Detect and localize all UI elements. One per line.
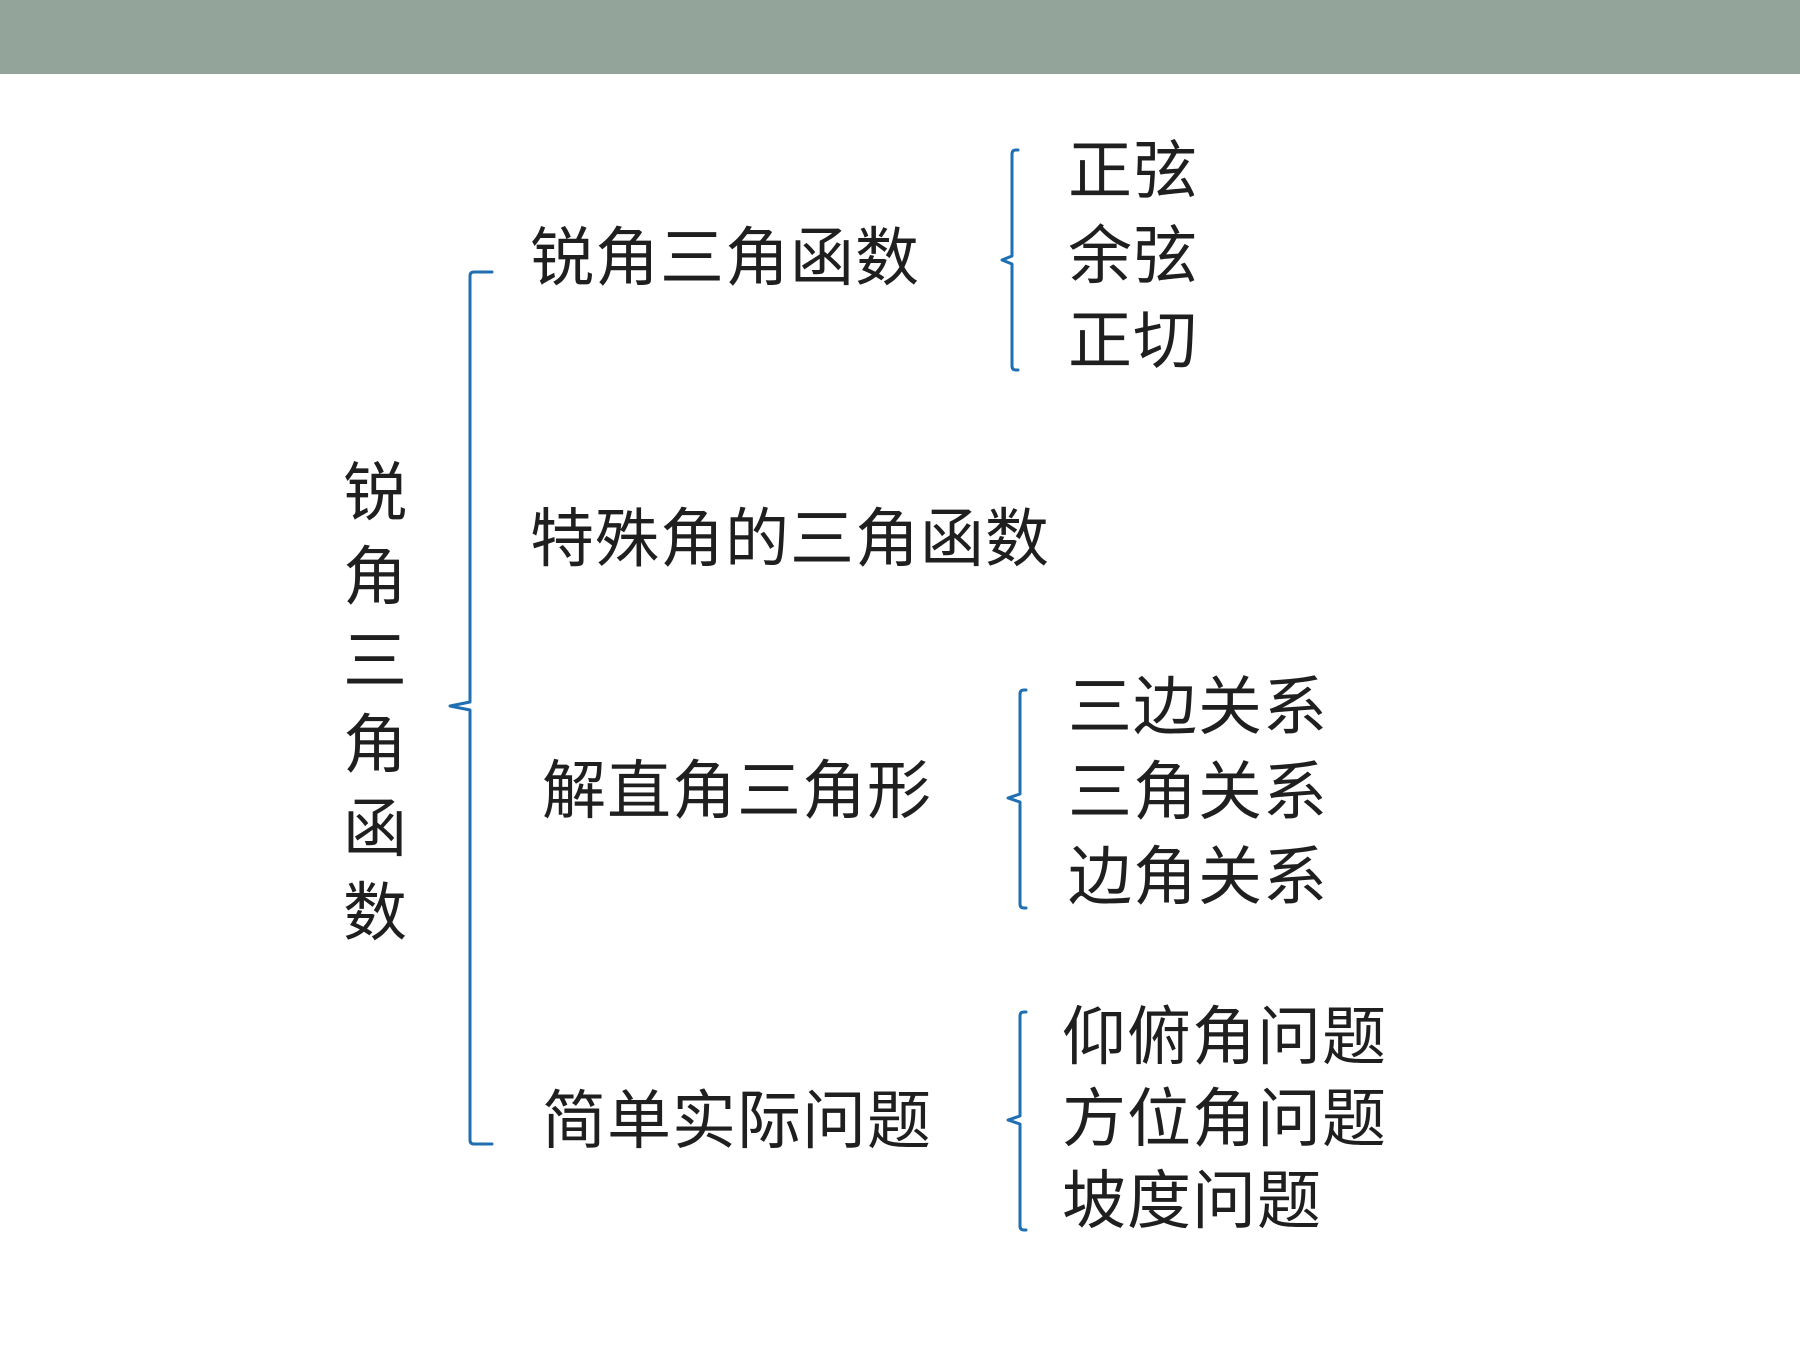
branch-3-label: 解直角三角形 [542,755,932,829]
root-brace [448,270,494,1146]
branch-3-child-2: 三角关系 [1068,756,1328,830]
branch-3-child-1: 三边关系 [1068,671,1328,745]
root-topic: 锐角三角函数 [343,457,407,951]
branch-1-label: 锐角三角函数 [530,222,920,296]
branch-2-label: 特殊角的三角函数 [530,503,1050,577]
branch-1-child-3: 正切 [1068,305,1198,379]
branch-3-brace [1006,688,1028,910]
branch-4-brace [1006,1010,1028,1232]
branch-4-child-1: 仰俯角问题 [1062,1001,1387,1075]
branch-4-child-2: 方位角问题 [1062,1083,1387,1157]
branch-3-child-3: 边角关系 [1068,841,1328,915]
branch-4-child-3: 坡度问题 [1062,1165,1322,1239]
header-bar [0,0,1800,74]
branch-1-brace [1000,148,1020,372]
branch-1-child-1: 正弦 [1068,135,1198,209]
branch-1-child-2: 余弦 [1068,220,1198,294]
branch-4-label: 简单实际问题 [542,1085,932,1159]
